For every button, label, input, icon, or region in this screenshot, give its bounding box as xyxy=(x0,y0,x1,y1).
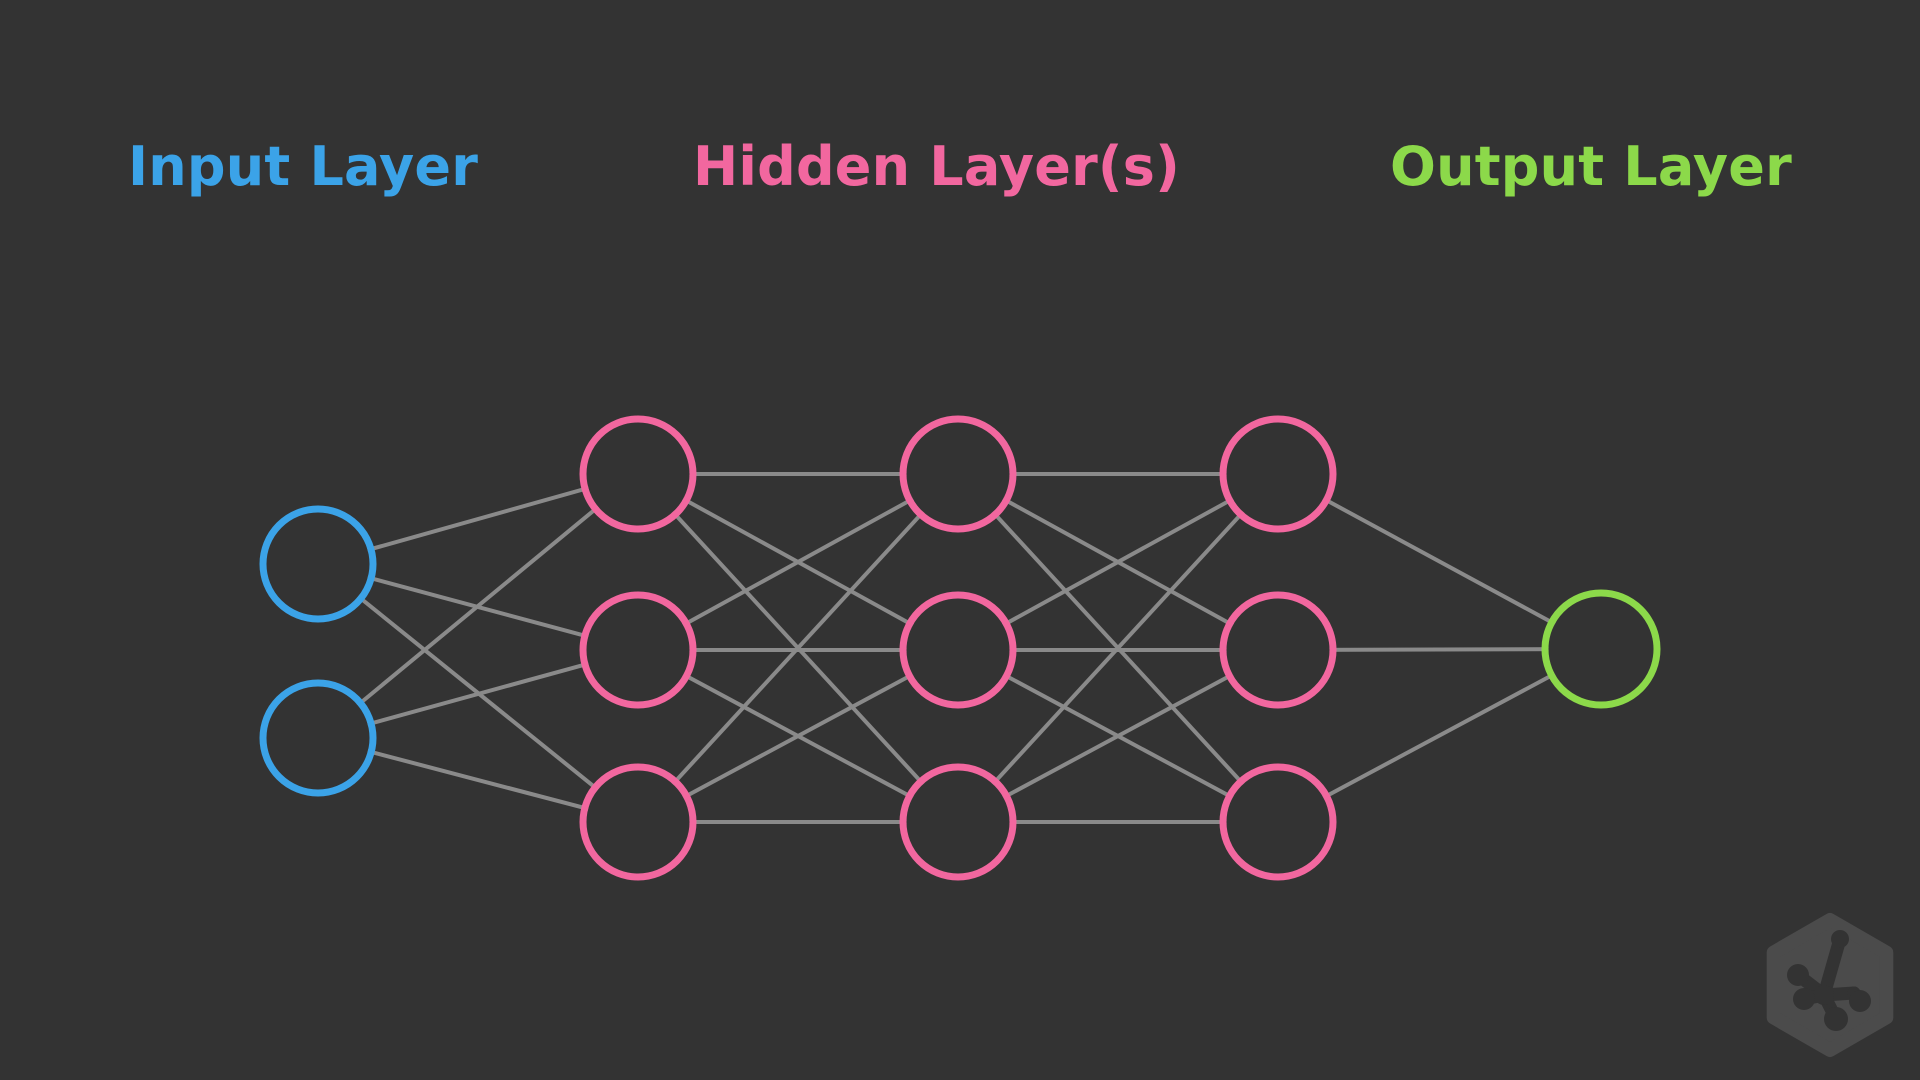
node-fill-in-1 xyxy=(266,512,370,616)
node-fill-h3-1 xyxy=(1226,422,1330,526)
neuron-node-h3-2[interactable] xyxy=(1219,591,1337,709)
edge-h2-3-to-h3-1 xyxy=(956,472,1280,824)
neuron-node-out-1[interactable] xyxy=(1541,589,1661,709)
edge-h1-3-to-h2-1 xyxy=(636,472,960,824)
watermark-branch-glyph xyxy=(1787,930,1871,1031)
node-fill-h1-3 xyxy=(586,770,690,874)
node-fill-h2-1 xyxy=(906,422,1010,526)
neuron-node-h2-2[interactable] xyxy=(899,591,1017,709)
layer-label-hidden: Hidden Layer(s) xyxy=(693,135,1181,198)
neuron-node-h3-1[interactable] xyxy=(1219,415,1337,533)
edge-h2-2-to-h3-1 xyxy=(956,472,1280,652)
neuron-node-h1-1[interactable] xyxy=(579,415,697,533)
neuron-node-h2-3[interactable] xyxy=(899,763,1017,881)
edge-h3-3-to-out-1 xyxy=(1276,647,1603,824)
node-fill-h1-2 xyxy=(586,598,690,702)
layer-label-input: Input Layer xyxy=(128,135,479,198)
edge-h1-3-to-h2-2 xyxy=(636,648,960,824)
node-fill-h2-3 xyxy=(906,770,1010,874)
neuron-node-h1-3[interactable] xyxy=(579,763,697,881)
neuron-node-in-1[interactable] xyxy=(259,505,377,623)
neuron-node-h3-3[interactable] xyxy=(1219,763,1337,881)
node-fill-h3-2 xyxy=(1226,598,1330,702)
edge-h3-1-to-out-1 xyxy=(1276,472,1603,651)
node-fill-h3-3 xyxy=(1226,770,1330,874)
edge-in-2-to-h1-1 xyxy=(316,472,640,740)
edge-h2-3-to-h3-2 xyxy=(956,648,1280,824)
node-fill-in-2 xyxy=(266,686,370,790)
watermark-treehouse-logo xyxy=(1766,913,1894,1057)
node-fill-out-1 xyxy=(1548,596,1654,702)
neuron-node-h1-2[interactable] xyxy=(579,591,697,709)
nodes-group xyxy=(259,415,1661,881)
neuron-node-in-2[interactable] xyxy=(259,679,377,797)
neuron-node-h2-1[interactable] xyxy=(899,415,1017,533)
node-fill-h1-1 xyxy=(586,422,690,526)
edge-h1-2-to-h2-1 xyxy=(636,472,960,652)
node-fill-h2-2 xyxy=(906,598,1010,702)
layer-label-output: Output Layer xyxy=(1390,135,1792,198)
